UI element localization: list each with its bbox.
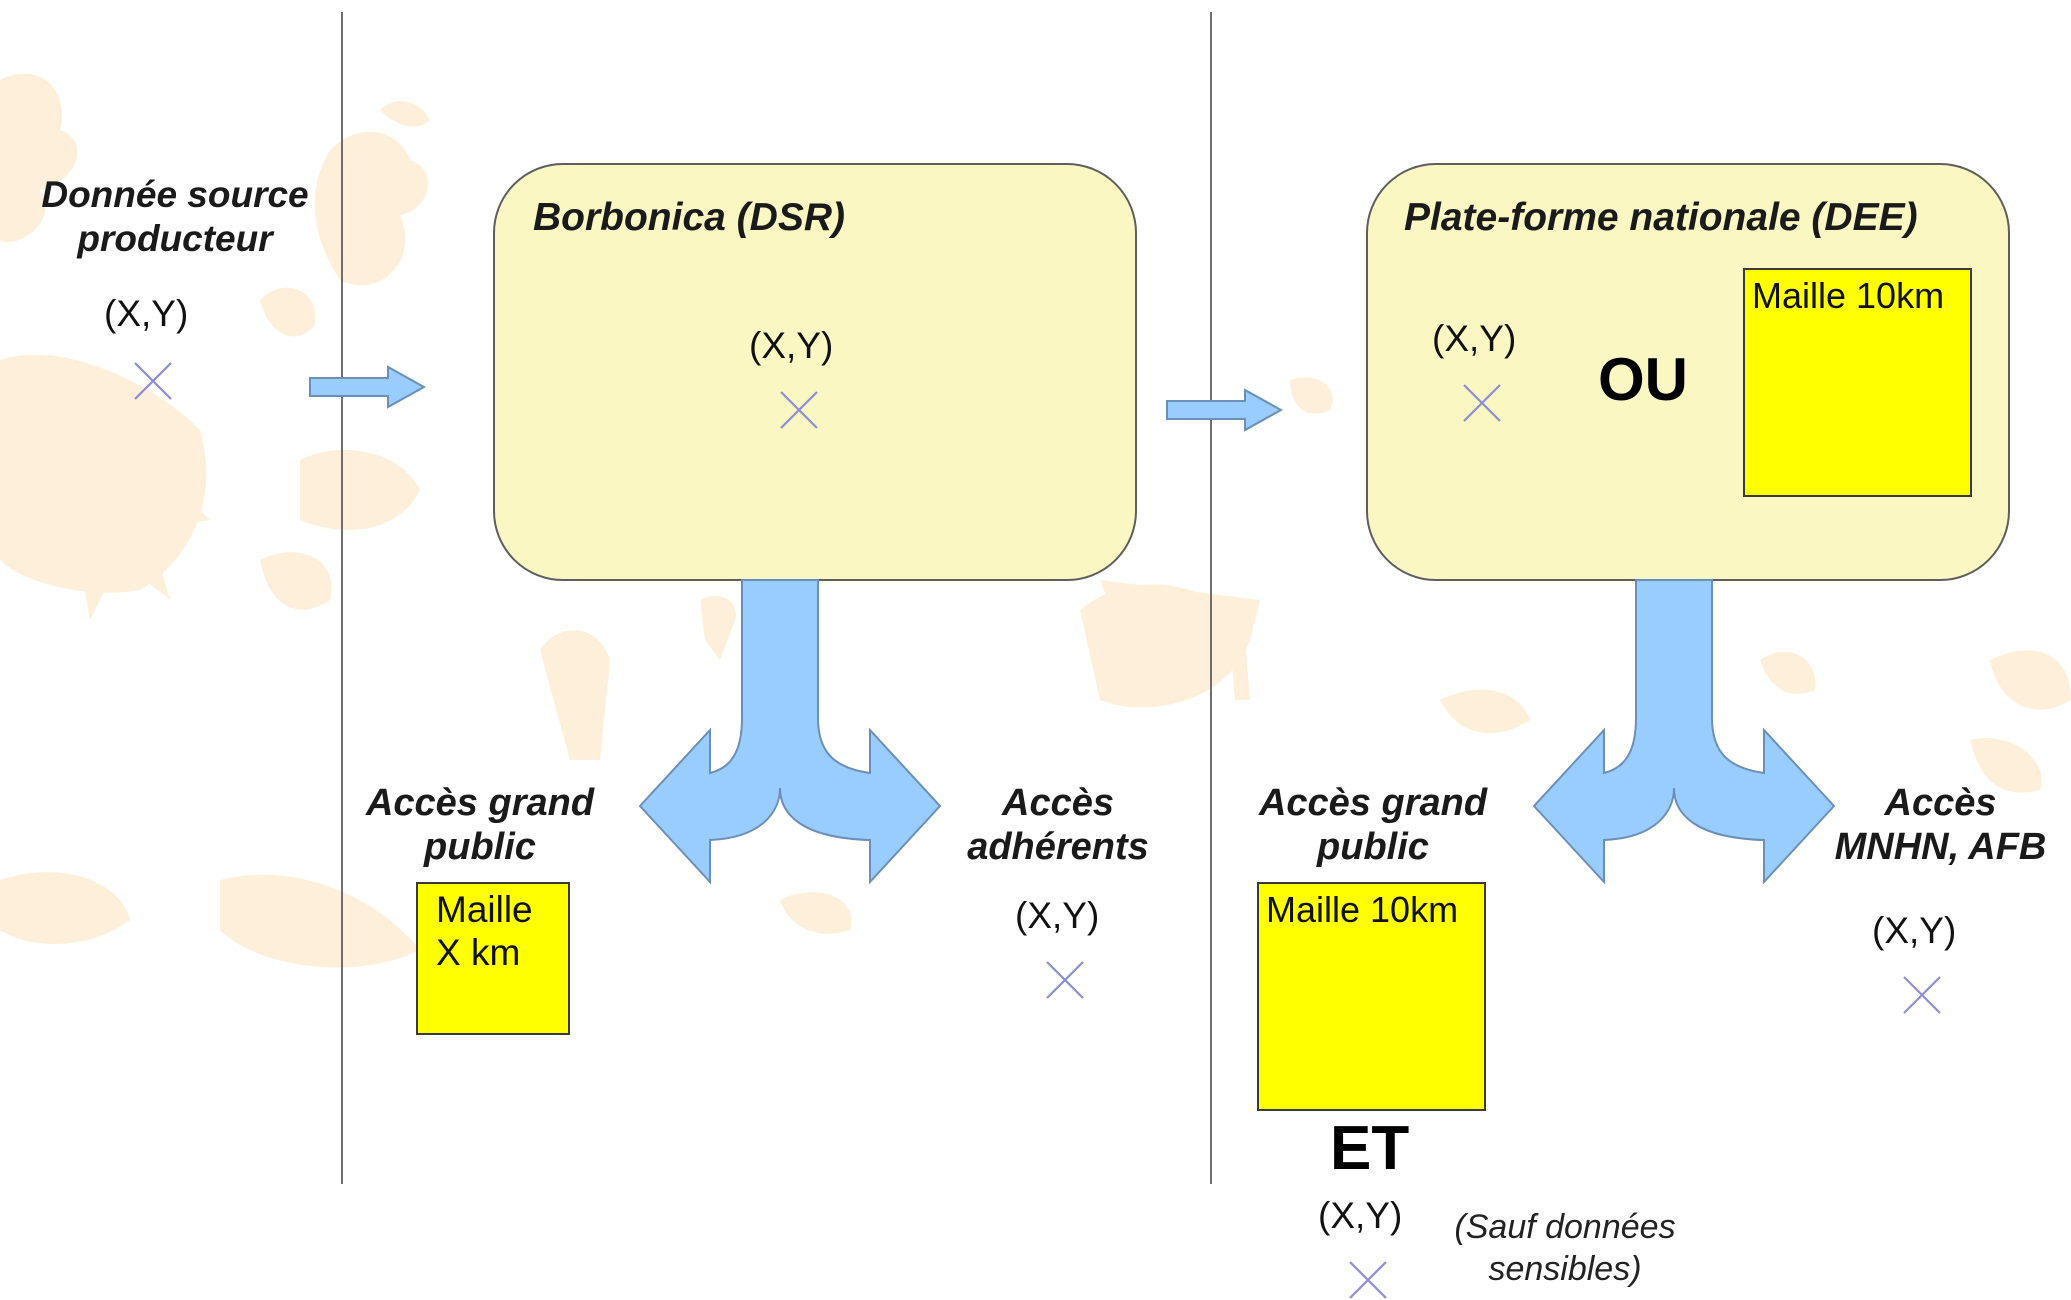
- national-coords: (X,Y): [1432, 318, 1517, 359]
- national-point-icon: [1463, 384, 1501, 422]
- national-mnhn-point-icon: [1903, 976, 1941, 1014]
- flow-arrow-to-borbonica: [309, 365, 427, 409]
- sensitive-data-note: (Sauf données sensibles): [1454, 1208, 1676, 1288]
- borbonica-title: Borbonica (DSR): [533, 196, 845, 239]
- borbonica-members-point-icon: [1046, 961, 1084, 999]
- national-public-label: Accès grand public: [1258, 782, 1488, 868]
- borbonica-public-label: Accès grand public: [365, 782, 595, 868]
- source-point-icon: [134, 362, 172, 400]
- borbonica-split-arrow: [638, 579, 942, 885]
- borbonica-box: [493, 163, 1137, 581]
- national-split-arrow: [1532, 579, 1836, 885]
- national-mnhn-label: Accès MNHN, AFB: [1834, 782, 2047, 868]
- national-grid-cell: Maille 10km: [1743, 268, 1972, 497]
- separator-right: [1210, 12, 1212, 1184]
- borbonica-point-icon: [780, 391, 818, 429]
- source-coords: (X,Y): [104, 293, 189, 334]
- national-or-text: OU: [1598, 346, 1688, 413]
- separator-left: [341, 12, 343, 1184]
- borbonica-grid-cell: Maille X km: [416, 882, 570, 1035]
- flow-arrow-to-national: [1166, 388, 1284, 432]
- source-title: Donnée source producteur: [41, 174, 309, 259]
- national-and-text: ET: [1330, 1114, 1410, 1183]
- national-mnhn-coords: (X,Y): [1872, 910, 1957, 951]
- national-title: Plate-forme nationale (DEE): [1404, 196, 1918, 239]
- borbonica-members-label: Accès adhérents: [967, 782, 1149, 868]
- borbonica-coords: (X,Y): [749, 325, 834, 366]
- national-public-grid-cell: Maille 10km: [1257, 882, 1486, 1111]
- national-public-point-icon: [1349, 1261, 1387, 1299]
- borbonica-members-coords: (X,Y): [1015, 895, 1100, 936]
- national-public-coords: (X,Y): [1318, 1195, 1403, 1236]
